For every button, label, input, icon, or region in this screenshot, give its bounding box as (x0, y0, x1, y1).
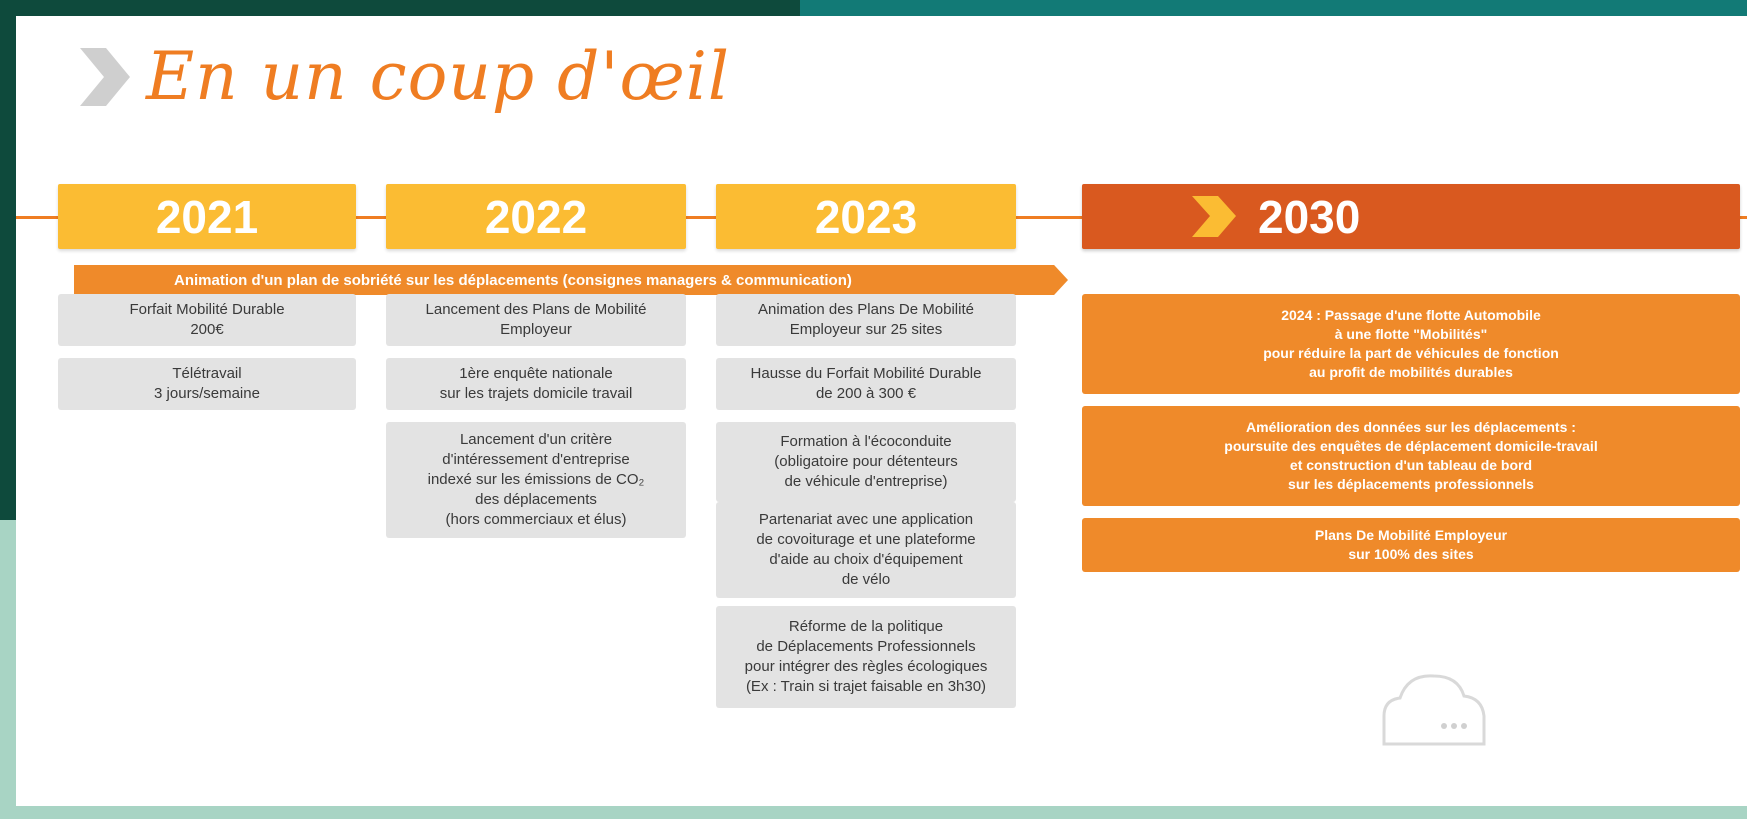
card-2030-donnees: Amélioration des données sur les déplace… (1082, 406, 1740, 506)
card-2023-ecoconduite: Formation à l'écoconduite (obligatoire p… (716, 422, 1016, 502)
card-2022-critere: Lancement d'un critère d'intéressement d… (386, 422, 686, 538)
year-2023: 2023 (716, 184, 1016, 249)
card-2030-plans: Plans De Mobilité Employeur sur 100% des… (1082, 518, 1740, 572)
background-bottom-band (0, 806, 1747, 819)
page-title: En un coup d'œil (146, 38, 730, 115)
year-2030: 2030 (1082, 184, 1740, 249)
card-2021-forfait: Forfait Mobilité Durable 200€ (58, 294, 356, 346)
card-2023-reforme: Réforme de la politique de Déplacements … (716, 606, 1016, 708)
card-2023-partenariat: Partenariat avec une application de covo… (716, 502, 1016, 598)
card-2022-enquete: 1ère enquête nationale sur les trajets d… (386, 358, 686, 410)
infographic-panel: En un coup d'œil 2021 2022 2023 2030 Ani… (16, 16, 1747, 806)
title-block: En un coup d'œil (76, 38, 730, 115)
sobriety-banner: Animation d'un plan de sobriété sur les … (74, 265, 1068, 295)
chat-cloud-icon (1382, 674, 1486, 746)
card-2022-plans-mobilite: Lancement des Plans de Mobilité Employeu… (386, 294, 686, 346)
year-2022: 2022 (386, 184, 686, 249)
card-2021-teletravail: Télétravail 3 jours/semaine (58, 358, 356, 410)
chevron-right-icon (80, 47, 130, 106)
background-band-teal (800, 0, 1747, 18)
year-2030-label: 2030 (1258, 190, 1361, 243)
card-2030-flotte: 2024 : Passage d'une flotte Automobile à… (1082, 294, 1740, 394)
arrow-right-icon (1192, 196, 1236, 237)
year-2021: 2021 (58, 184, 356, 249)
card-2023-hausse: Hausse du Forfait Mobilité Durable de 20… (716, 358, 1016, 410)
card-2023-animation: Animation des Plans De Mobilité Employeu… (716, 294, 1016, 346)
